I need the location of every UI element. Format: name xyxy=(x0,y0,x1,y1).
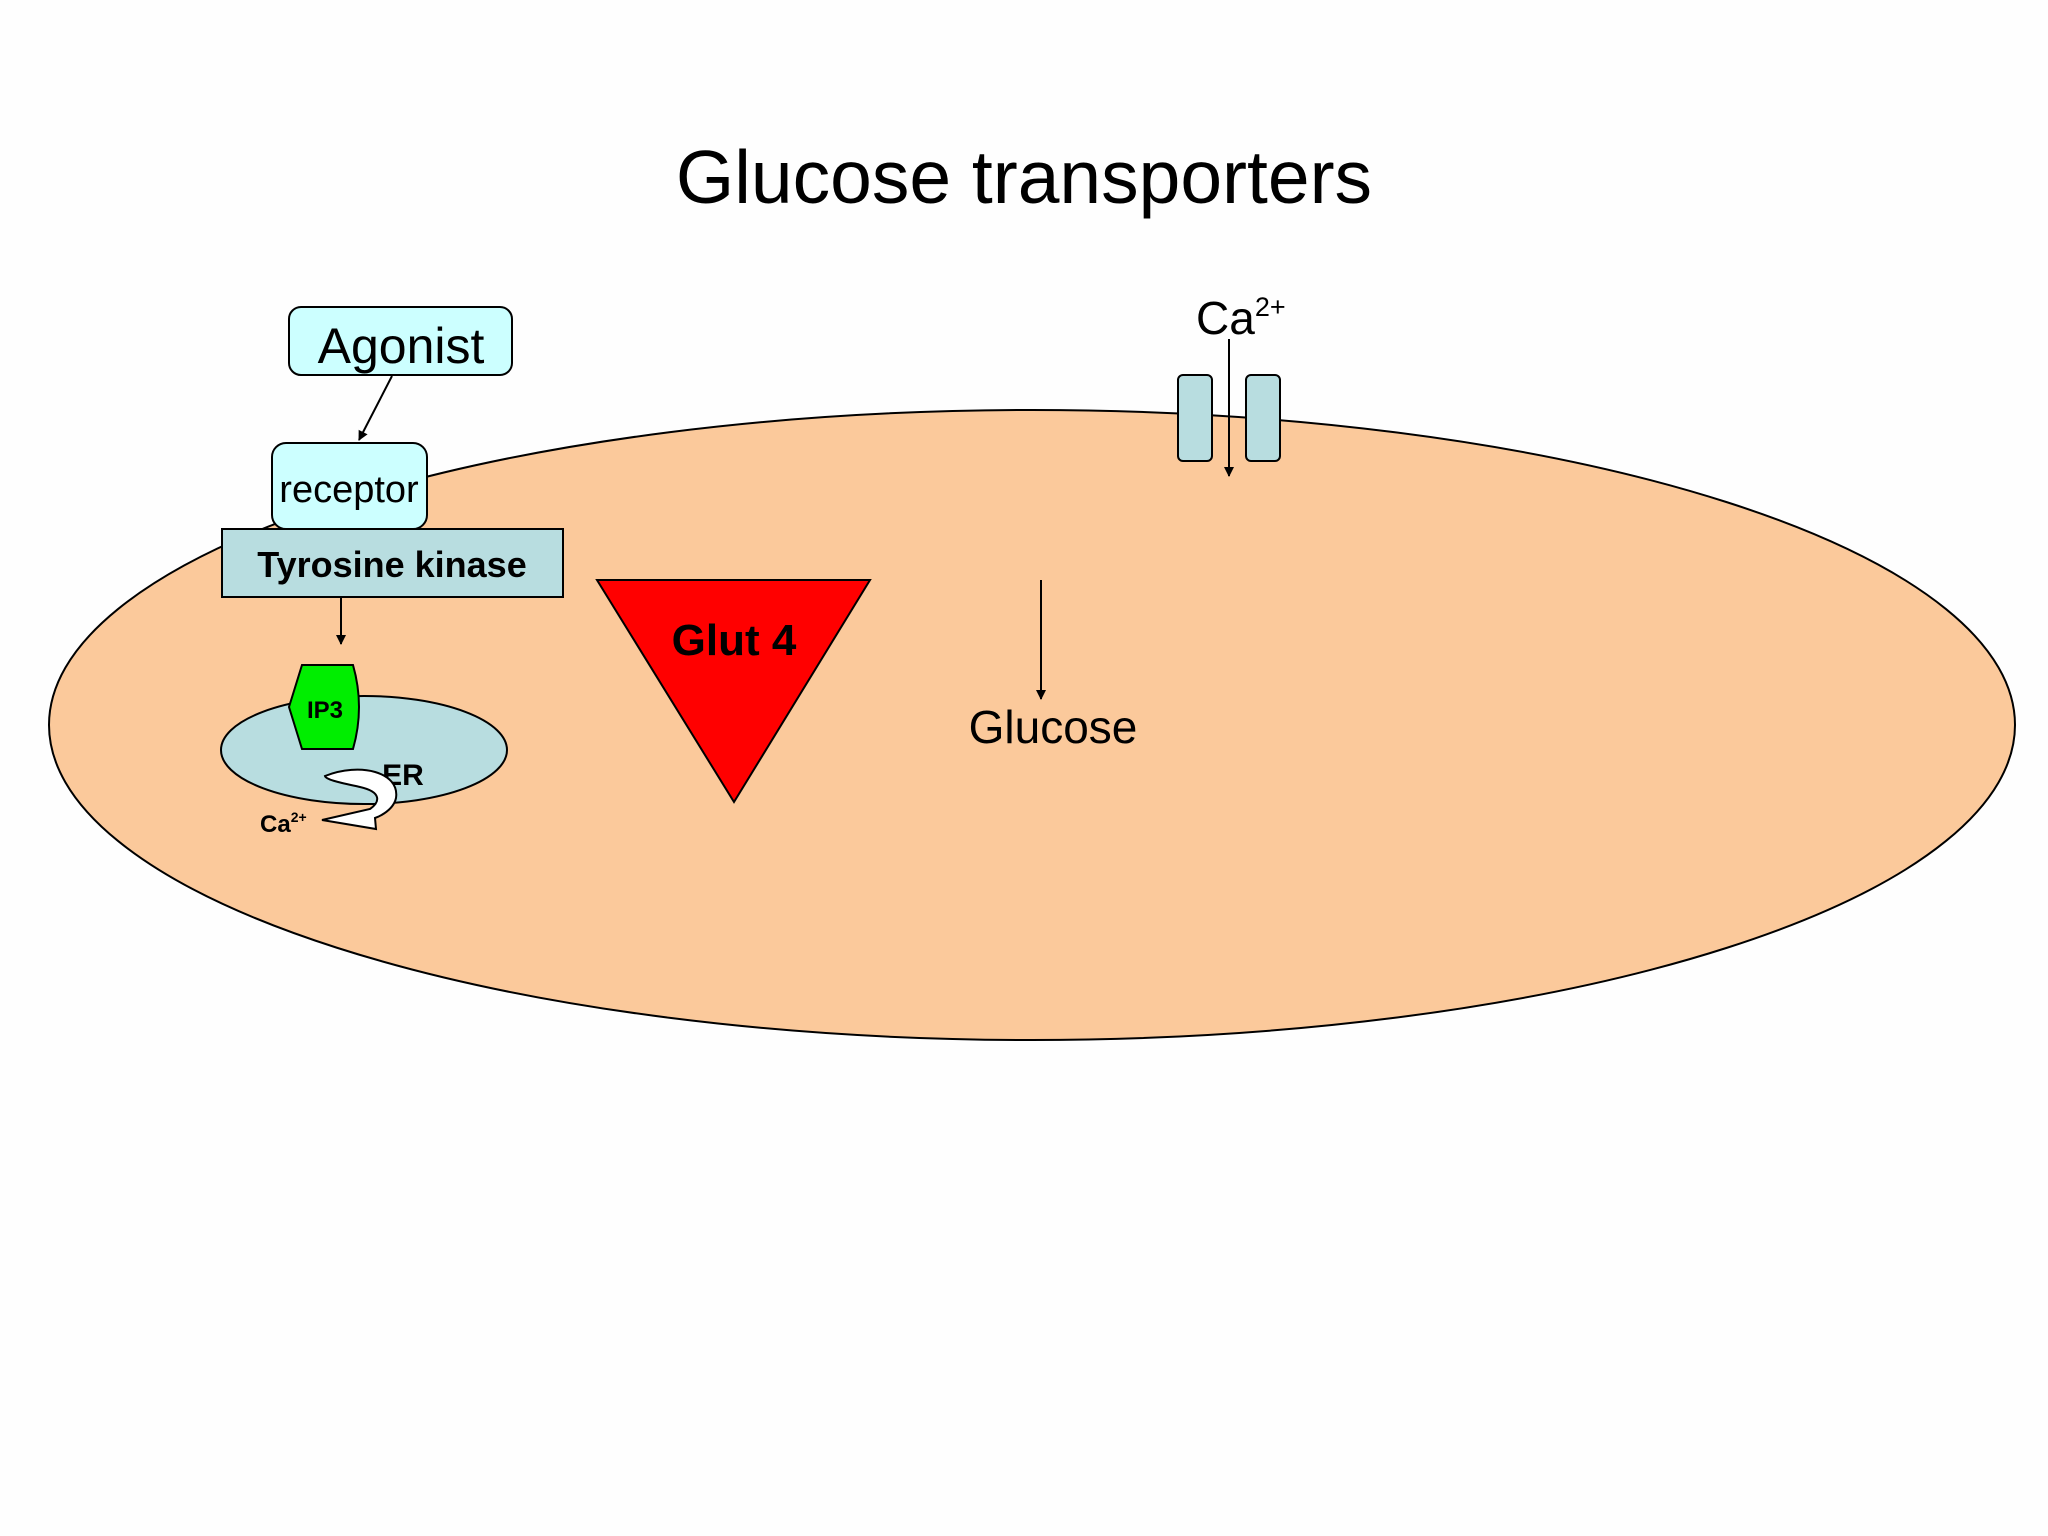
er-calcium-label: Ca2+ xyxy=(260,809,307,838)
tyrosine-kinase-label: Tyrosine kinase xyxy=(257,544,526,585)
receptor-box: receptor xyxy=(271,442,428,530)
glut4-label: Glut 4 xyxy=(672,616,797,665)
receptor-label: receptor xyxy=(279,469,419,511)
agonist-box: Agonist xyxy=(288,306,513,376)
calcium-channel xyxy=(1177,374,1281,462)
endoplasmic-reticulum xyxy=(220,695,508,805)
ip3-molecule: IP3 xyxy=(287,664,360,750)
agonist-label: Agonist xyxy=(318,318,485,374)
ip3-label: IP3 xyxy=(307,697,343,724)
calcium-release-arrow xyxy=(321,768,398,831)
glucose-label: Glucose xyxy=(969,701,1138,753)
channel-calcium-label: Ca2+ xyxy=(1196,292,1286,344)
agonist-to-receptor-arrow xyxy=(358,375,393,441)
tyrosine-kinase-box: Tyrosine kinase xyxy=(221,528,564,598)
slide-title: Glucose transporters xyxy=(676,135,1372,219)
glut4-transporter: Glut 4 xyxy=(595,579,872,804)
